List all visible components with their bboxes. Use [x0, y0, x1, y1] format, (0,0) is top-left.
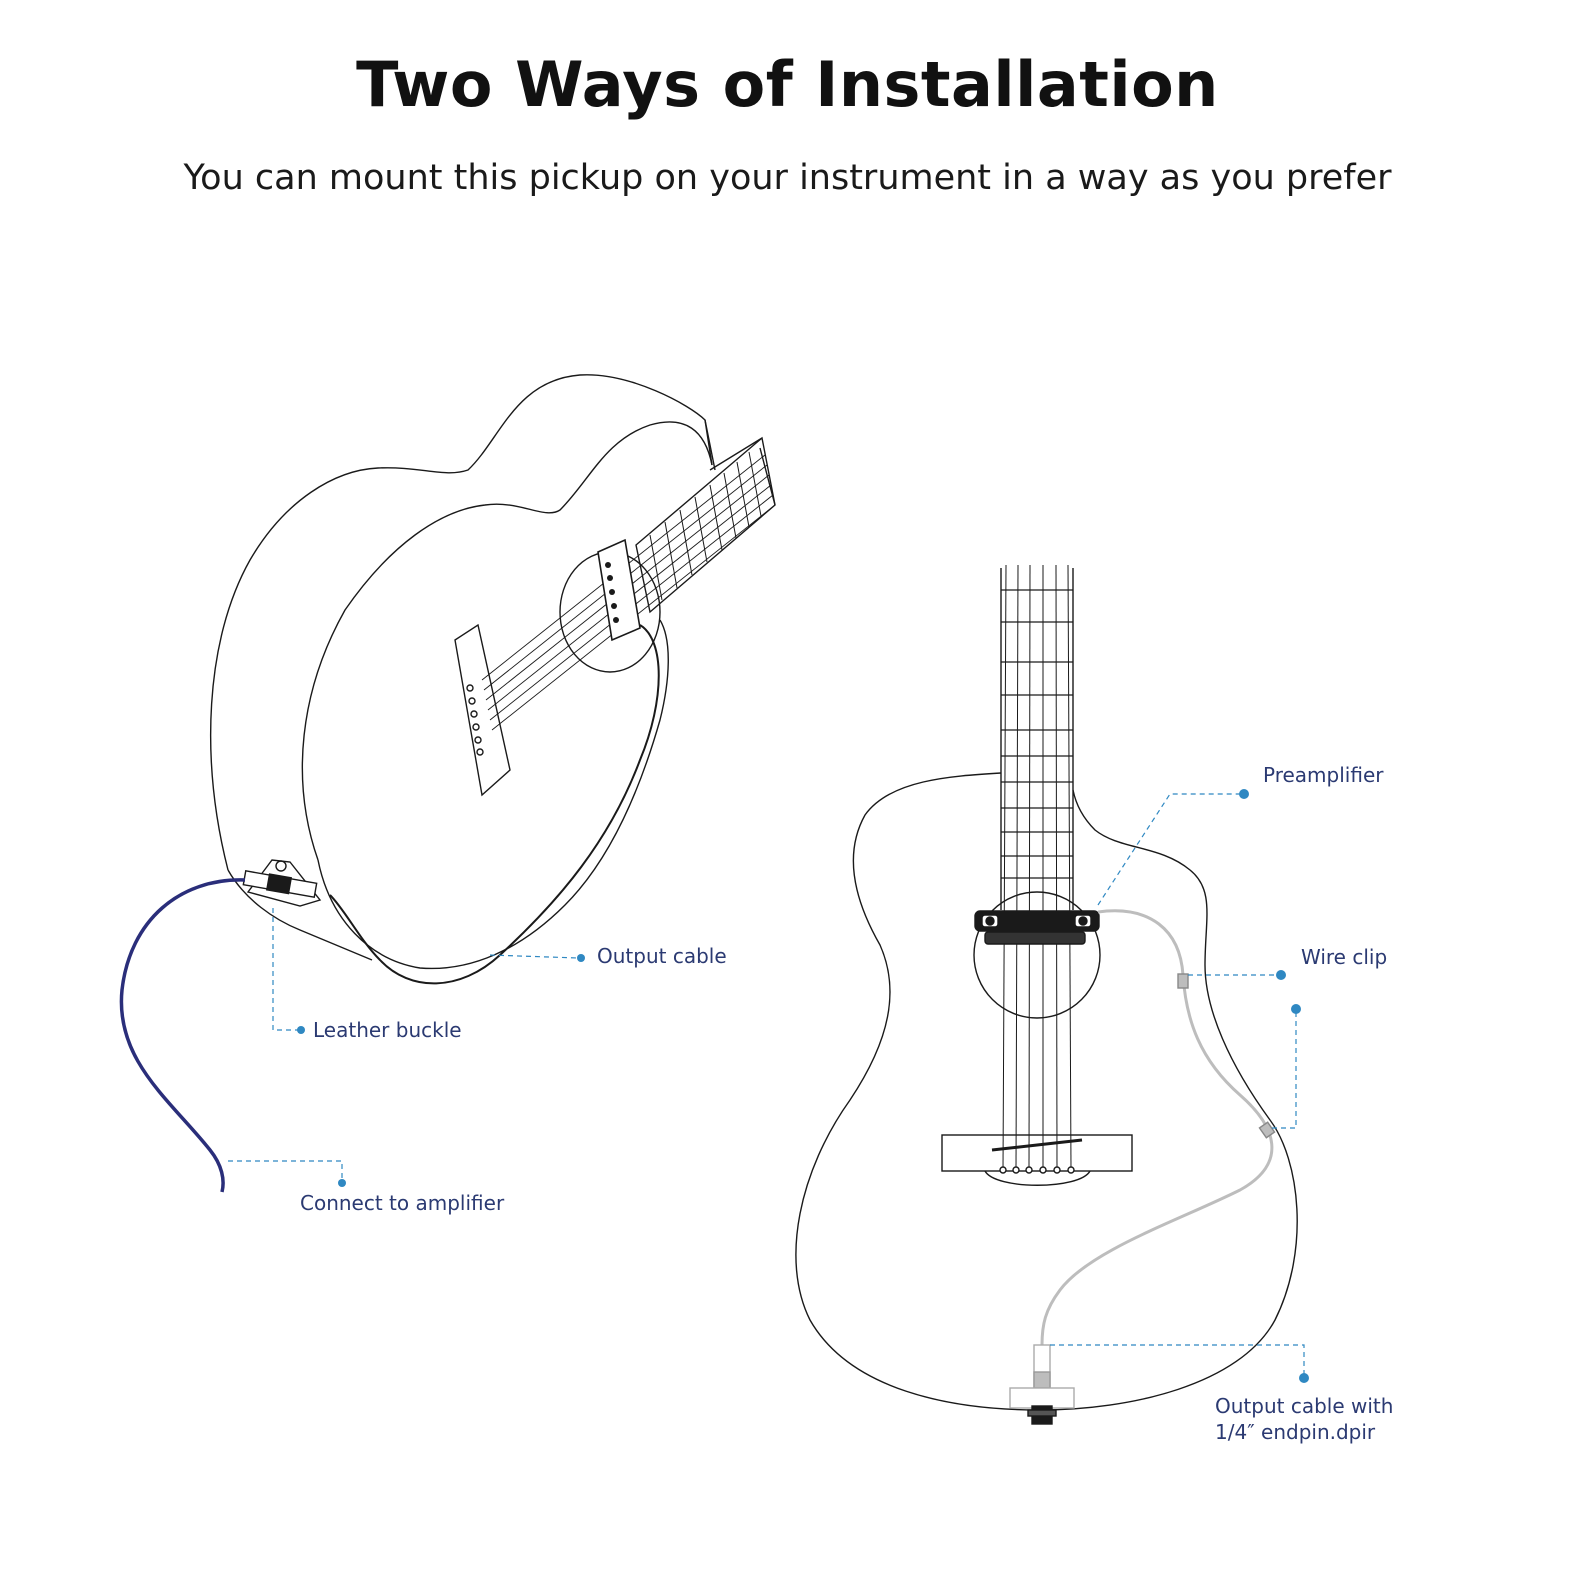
callout-wire-clip2-line: [1272, 1012, 1297, 1129]
right-guitar: [795, 564, 1298, 1425]
right-guitar-frets: [1001, 589, 1073, 879]
left-amp-cable: [119, 878, 246, 1193]
label-preamplifier: Preamplifier: [1263, 763, 1384, 787]
right-guitar-bridge: [941, 1134, 1133, 1172]
callout-endpin-dot: [1299, 1373, 1309, 1383]
right-wire-clip: [1177, 973, 1189, 989]
callout-endpin-line: [1050, 1344, 1305, 1374]
right-endpin-jack: [1009, 1344, 1075, 1425]
left-guitar-lower-bout: [317, 619, 669, 970]
label-connect-to-amplifier: Connect to amplifier: [300, 1191, 505, 1215]
right-guitar-neck: [1000, 568, 1074, 910]
callout-leather-buckle-line: [272, 908, 298, 1031]
right-preamplifier-pickup: [974, 910, 1100, 945]
label-leather-buckle: Leather buckle: [313, 1018, 462, 1042]
left-guitar-body-front: [301, 421, 713, 861]
callout-leather-buckle-dot: [297, 1026, 305, 1034]
left-guitar-bridge: [454, 623, 511, 797]
right-callouts: [1050, 793, 1305, 1374]
right-guitar-bridge-pins: [999, 1166, 1075, 1174]
callout-preamplifier-line: [1097, 793, 1241, 906]
right-guitar-body: [795, 772, 1298, 1411]
left-guitar-bridge-pins: [466, 684, 484, 756]
callout-amplifier-line: [228, 1160, 343, 1180]
callout-wire-clip-dot: [1276, 970, 1286, 980]
right-guitar-soundhole: [973, 891, 1101, 1019]
callout-output-cable-dot: [577, 954, 585, 962]
callout-amplifier-dot: [338, 1179, 346, 1187]
left-guitar-body-back: [210, 374, 716, 871]
left-guitar: [119, 374, 776, 1193]
left-callouts: [228, 908, 579, 1180]
page-subtitle: You can mount this pickup on your instru…: [183, 158, 1392, 198]
right-grey-cable: [1040, 909, 1274, 1346]
label-output-cable-endpin-line2: 1/4″ endpin.dpir: [1215, 1420, 1376, 1444]
left-guitar-pickup: [597, 538, 641, 642]
callout-output-cable-line: [489, 954, 579, 959]
label-wire-clip: Wire clip: [1301, 945, 1388, 969]
callout-wire-clip2-dot: [1291, 1004, 1301, 1014]
label-output-cable: Output cable: [597, 944, 727, 968]
label-output-cable-endpin-line1: Output cable with: [1215, 1394, 1394, 1418]
callout-preamplifier-dot: [1239, 789, 1249, 799]
right-guitar-strings: [1002, 564, 1072, 1171]
left-output-cable: [329, 624, 660, 985]
page-title: Two Ways of Installation: [356, 48, 1219, 121]
